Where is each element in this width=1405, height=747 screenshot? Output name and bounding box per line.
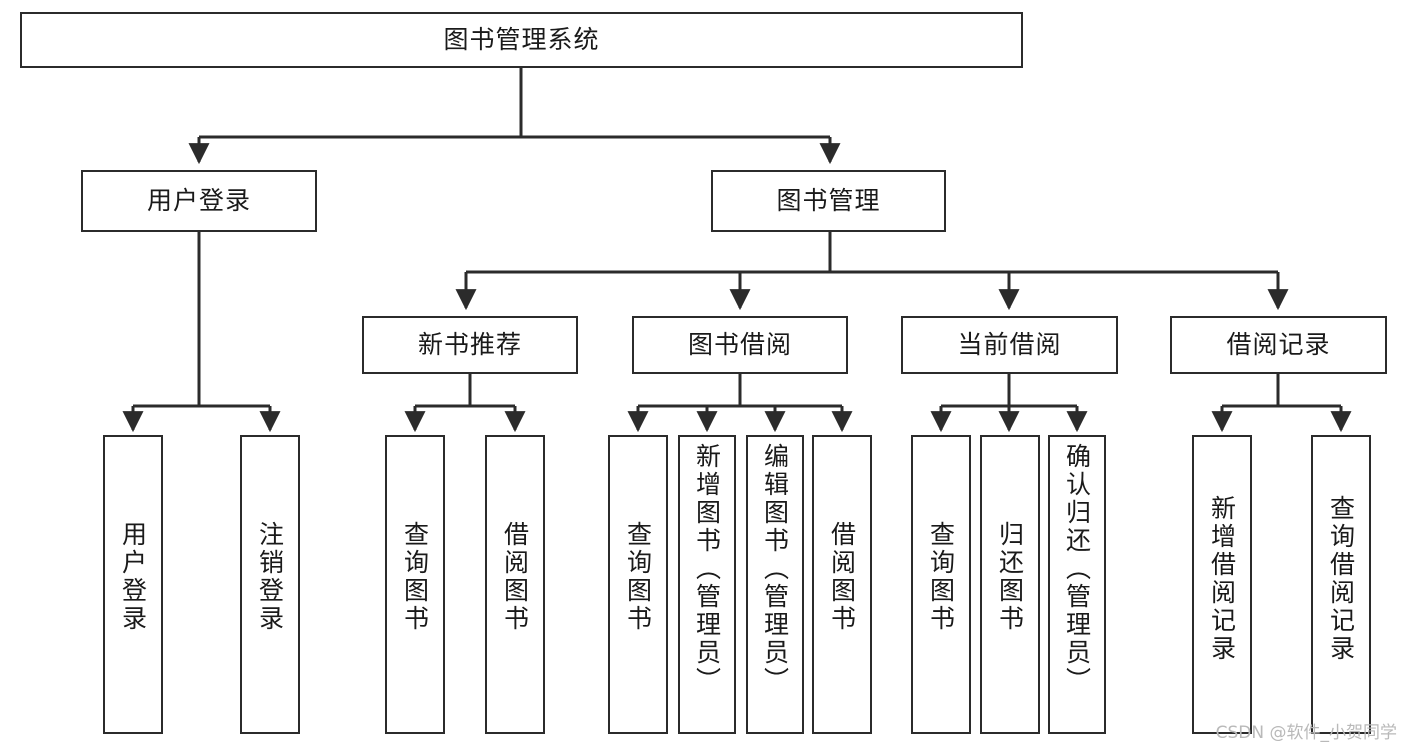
node-label: 查询图书 (926, 521, 956, 633)
watermark: CSDN @软件_小贺同学 (1215, 723, 1397, 743)
node-borrow-record[interactable]: 借阅记录 (1170, 316, 1387, 374)
node-label: 查询借阅记录 (1326, 495, 1356, 663)
leaf-book-borrow-query-book[interactable]: 查询图书 (608, 435, 668, 734)
leaf-current-borrow-query-book[interactable]: 查询图书 (911, 435, 971, 734)
node-label: 新增图书（管理员） (692, 443, 722, 695)
leaf-new-book-borrow-book[interactable]: 借阅图书 (485, 435, 545, 734)
node-label: 借阅图书 (827, 521, 857, 633)
node-root-book-management-system[interactable]: 图书管理系统 (20, 12, 1023, 68)
leaf-user-login-login[interactable]: 用户登录 (103, 435, 163, 734)
node-label: 确认归还（管理员） (1062, 443, 1092, 695)
node-user-login[interactable]: 用户登录 (81, 170, 317, 232)
leaf-book-borrow-edit-book-admin[interactable]: 编辑图书（管理员） (746, 435, 804, 734)
leaf-book-borrow-add-book-admin[interactable]: 新增图书（管理员） (678, 435, 736, 734)
node-book-borrow[interactable]: 图书借阅 (632, 316, 848, 374)
node-label: 图书管理系统 (443, 25, 600, 55)
node-label: 借阅记录 (1226, 330, 1331, 360)
node-label: 当前借阅 (957, 330, 1062, 360)
node-label: 新书推荐 (417, 330, 522, 360)
node-current-borrow[interactable]: 当前借阅 (901, 316, 1118, 374)
node-label: 查询图书 (623, 521, 653, 633)
node-label: 归还图书 (995, 521, 1025, 633)
leaf-current-borrow-return-book[interactable]: 归还图书 (980, 435, 1040, 734)
node-label: 查询图书 (400, 521, 430, 633)
leaf-user-login-logout[interactable]: 注销登录 (240, 435, 300, 734)
node-book-management[interactable]: 图书管理 (711, 170, 946, 232)
leaf-current-borrow-confirm-return-admin[interactable]: 确认归还（管理员） (1048, 435, 1106, 734)
node-label: 用户登录 (146, 186, 251, 216)
node-label: 用户登录 (118, 521, 148, 633)
leaf-borrow-record-add-record[interactable]: 新增借阅记录 (1192, 435, 1252, 734)
node-label: 图书借阅 (687, 330, 792, 360)
node-label: 新增借阅记录 (1207, 495, 1237, 663)
node-label: 编辑图书（管理员） (760, 443, 790, 695)
node-label: 借阅图书 (500, 521, 530, 633)
leaf-book-borrow-borrow-book[interactable]: 借阅图书 (812, 435, 872, 734)
leaf-borrow-record-query-record[interactable]: 查询借阅记录 (1311, 435, 1371, 734)
node-label: 图书管理 (776, 186, 881, 216)
leaf-new-book-query-book[interactable]: 查询图书 (385, 435, 445, 734)
node-new-book-recommend[interactable]: 新书推荐 (362, 316, 578, 374)
node-label: 注销登录 (255, 521, 285, 633)
